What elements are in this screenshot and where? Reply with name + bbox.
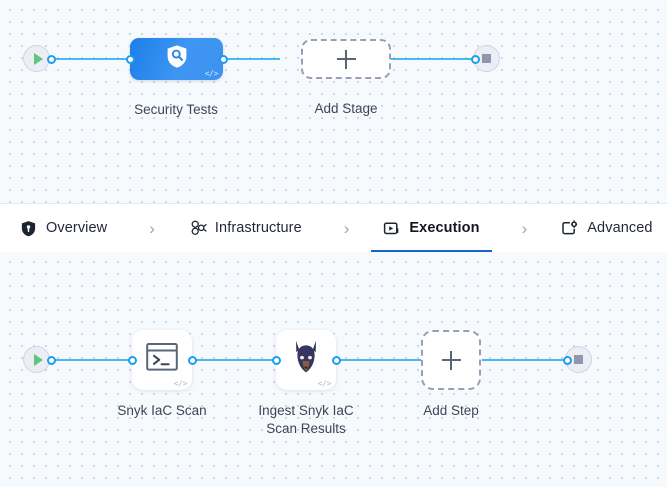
stage-label-security-tests: Security Tests [134, 102, 218, 117]
plus-icon [336, 49, 356, 69]
code-badge: </> [173, 379, 188, 388]
step-label-ingest-snyk-results: Ingest Snyk IaC Scan Results [258, 403, 354, 436]
wire-ingest-to-add-step [338, 359, 422, 361]
stage-label-add-stage: Add Stage [314, 101, 378, 116]
wire-add-step-to-end [482, 359, 568, 361]
advanced-gear-icon [561, 219, 578, 237]
stage-node-security-tests[interactable]: </> [130, 38, 223, 80]
infrastructure-icon [189, 220, 207, 237]
stage-canvas[interactable]: </> Security Tests Add Stage [0, 0, 667, 203]
tab-separator-1: › [149, 218, 155, 238]
step-end-in-port[interactable] [563, 355, 572, 365]
stop-icon [482, 54, 491, 63]
add-stage-button[interactable] [301, 39, 391, 79]
shield-icon [20, 220, 37, 237]
security-tests-out-port[interactable] [219, 54, 228, 64]
stop-icon [574, 355, 583, 364]
step-row: </> Snyk IaC Scan < [0, 252, 667, 487]
step-label-add-step: Add Step [423, 403, 479, 418]
tab-advanced[interactable]: Advanced [557, 204, 656, 253]
wire-snyk-scan-to-ingest [192, 359, 280, 361]
play-icon [33, 52, 43, 65]
stage-start-out-port[interactable] [47, 54, 56, 64]
code-badge: </> [204, 69, 219, 78]
wire-add-stage-to-end [390, 58, 475, 60]
ingest-in-port[interactable] [272, 355, 281, 365]
wire-start-to-snyk-scan [46, 359, 132, 361]
tab-label-overview: Overview [46, 220, 108, 236]
tab-label-advanced: Advanced [587, 220, 653, 236]
execution-icon [383, 220, 400, 237]
tab-overview[interactable]: Overview [16, 204, 111, 253]
step-label-snyk-iac-scan: Snyk IaC Scan [117, 403, 207, 418]
snyk-scan-out-port[interactable] [188, 355, 197, 365]
ingest-out-port[interactable] [332, 355, 341, 365]
step-start-node[interactable] [23, 346, 50, 373]
stage-row: </> Security Tests Add Stage [0, 0, 667, 203]
play-icon [33, 353, 43, 366]
code-badge: </> [317, 379, 332, 388]
shield-search-icon [165, 44, 189, 74]
stage-start-node[interactable] [23, 45, 50, 72]
step-node-snyk-iac-scan[interactable]: </> [132, 330, 192, 390]
tab-infrastructure[interactable]: Infrastructure [185, 204, 306, 253]
tab-execution[interactable]: Execution [371, 204, 492, 253]
tab-label-execution: Execution [409, 220, 480, 236]
tab-label-infrastructure: Infrastructure [214, 220, 302, 236]
snyk-scan-in-port[interactable] [128, 355, 137, 365]
terminal-icon [146, 343, 178, 376]
add-step-button[interactable] [421, 330, 481, 390]
tab-separator-3: › [521, 218, 528, 238]
tab-separator-2: › [343, 218, 350, 238]
security-tests-in-port[interactable] [126, 54, 135, 64]
snyk-doberman-icon [291, 340, 321, 379]
stage-config-tabs: Overview › Infrastructure › [0, 203, 667, 253]
wire-start-to-security-tests [46, 58, 131, 60]
wire-security-tests-to-add-stage [224, 58, 280, 60]
step-node-ingest-snyk-results[interactable]: </> [276, 330, 336, 390]
plus-icon [441, 350, 461, 370]
step-canvas[interactable]: </> Snyk IaC Scan < [0, 252, 667, 487]
step-start-out-port[interactable] [47, 355, 56, 365]
stage-end-in-port[interactable] [471, 54, 480, 64]
